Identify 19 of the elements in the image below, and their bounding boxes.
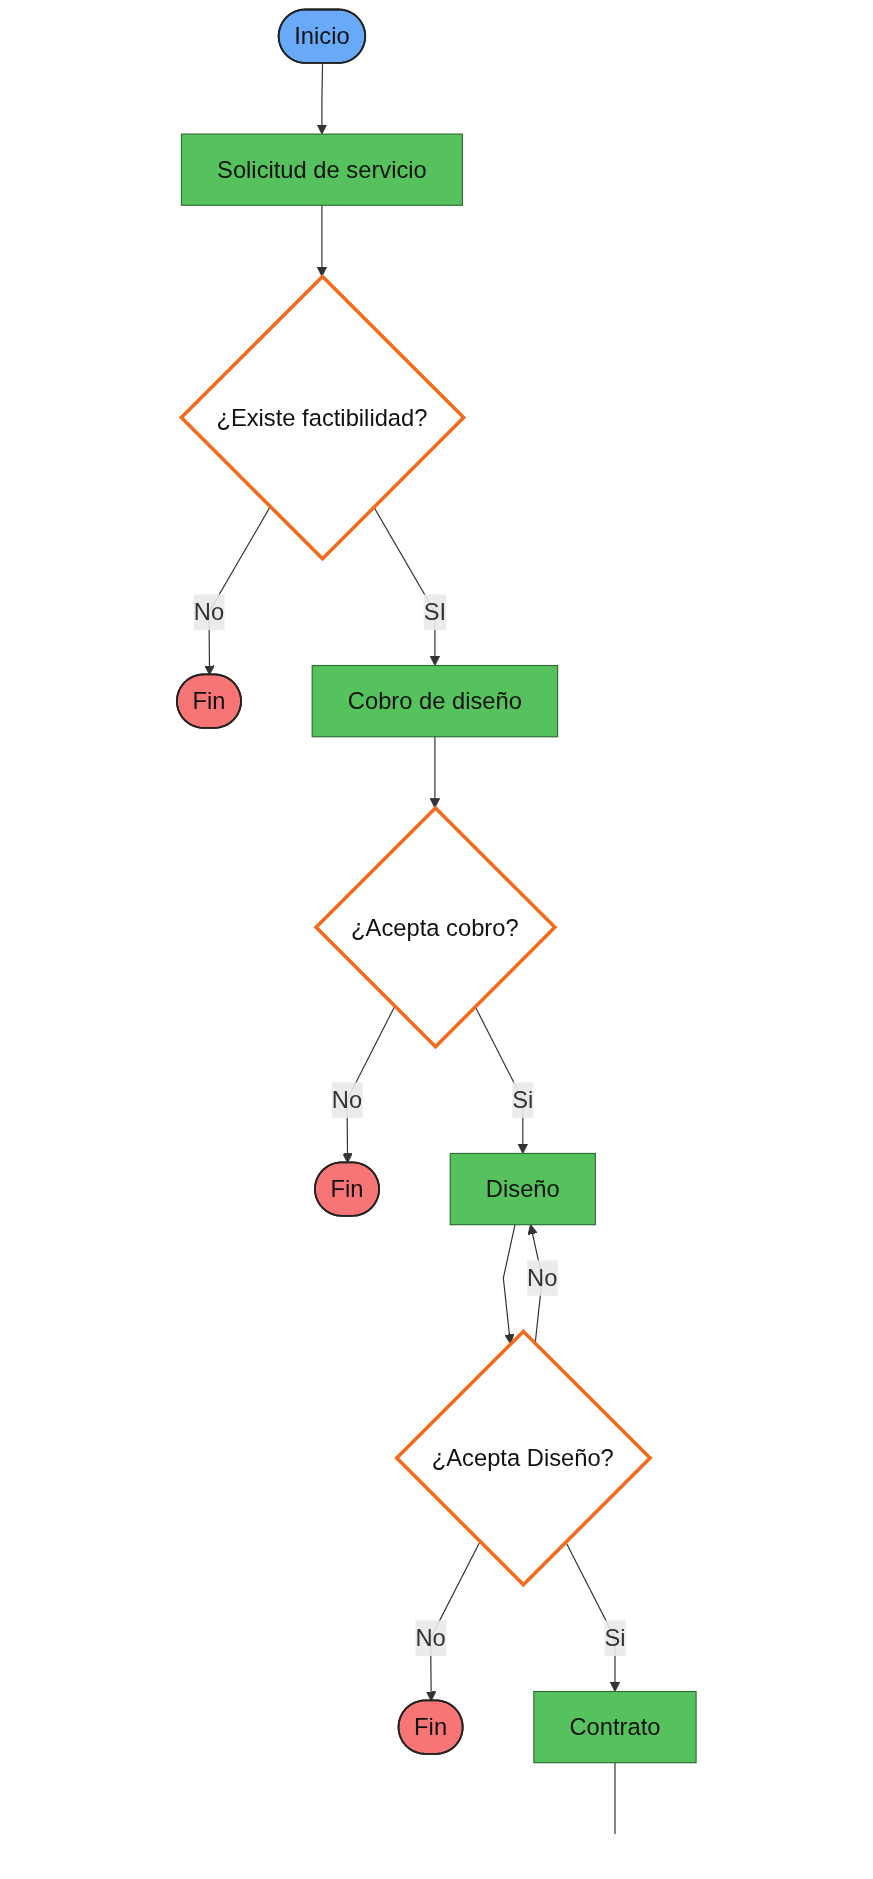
- node-diamond: ¿Acepta cobro?: [313, 805, 558, 1050]
- arrow: [429, 736, 441, 809]
- edge-label: SI: [423, 599, 447, 626]
- node-box: Solicitud de servicio: [180, 133, 463, 206]
- edge-label: No: [415, 1625, 446, 1652]
- node-diamond: ¿Existe factibilidad?: [178, 273, 467, 562]
- node-diamond: ¿Acepta Diseño?: [394, 1328, 653, 1588]
- arrow: [316, 204, 328, 277]
- edge-label: No: [193, 599, 225, 626]
- edge-label: No: [331, 1087, 363, 1114]
- edge-label: Si: [512, 1087, 534, 1114]
- connector: [614, 1762, 616, 1835]
- arrow: [316, 62, 328, 135]
- node-box: Cobro de diseño: [311, 664, 559, 738]
- node-box: Contrato: [533, 1690, 697, 1764]
- edge-label: No: [527, 1265, 558, 1292]
- node-box: Diseño: [449, 1152, 596, 1226]
- arrow: [502, 1224, 516, 1345]
- edge-label: Si: [604, 1625, 626, 1652]
